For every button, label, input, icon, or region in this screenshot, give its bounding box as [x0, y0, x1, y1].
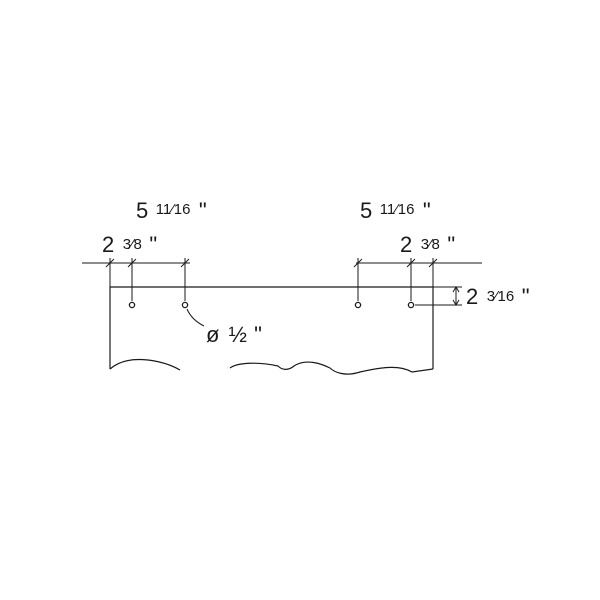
right-offset-label: 2 3⁄8 " [400, 232, 455, 257]
left-offset-label: 2 3⁄8 " [102, 232, 157, 257]
hole-leader-line [186, 308, 205, 327]
mounting-holes [128, 301, 415, 309]
vertical-offset-label: 2 3⁄16 " [466, 284, 530, 309]
horizontal-dimension-line [82, 258, 482, 268]
panel-outline [109, 286, 434, 375]
left-span-label: 5 11⁄16 " [136, 198, 207, 223]
hole-left-outer [128, 301, 136, 309]
hole-diameter-label: ø ½ " [206, 322, 262, 347]
hole-right-inner [354, 301, 362, 309]
hole-left-inner [181, 301, 189, 309]
right-span-label: 5 11⁄16 " [360, 198, 431, 223]
hole-right-outer [407, 301, 415, 309]
vertical-dimension-line [452, 286, 460, 306]
